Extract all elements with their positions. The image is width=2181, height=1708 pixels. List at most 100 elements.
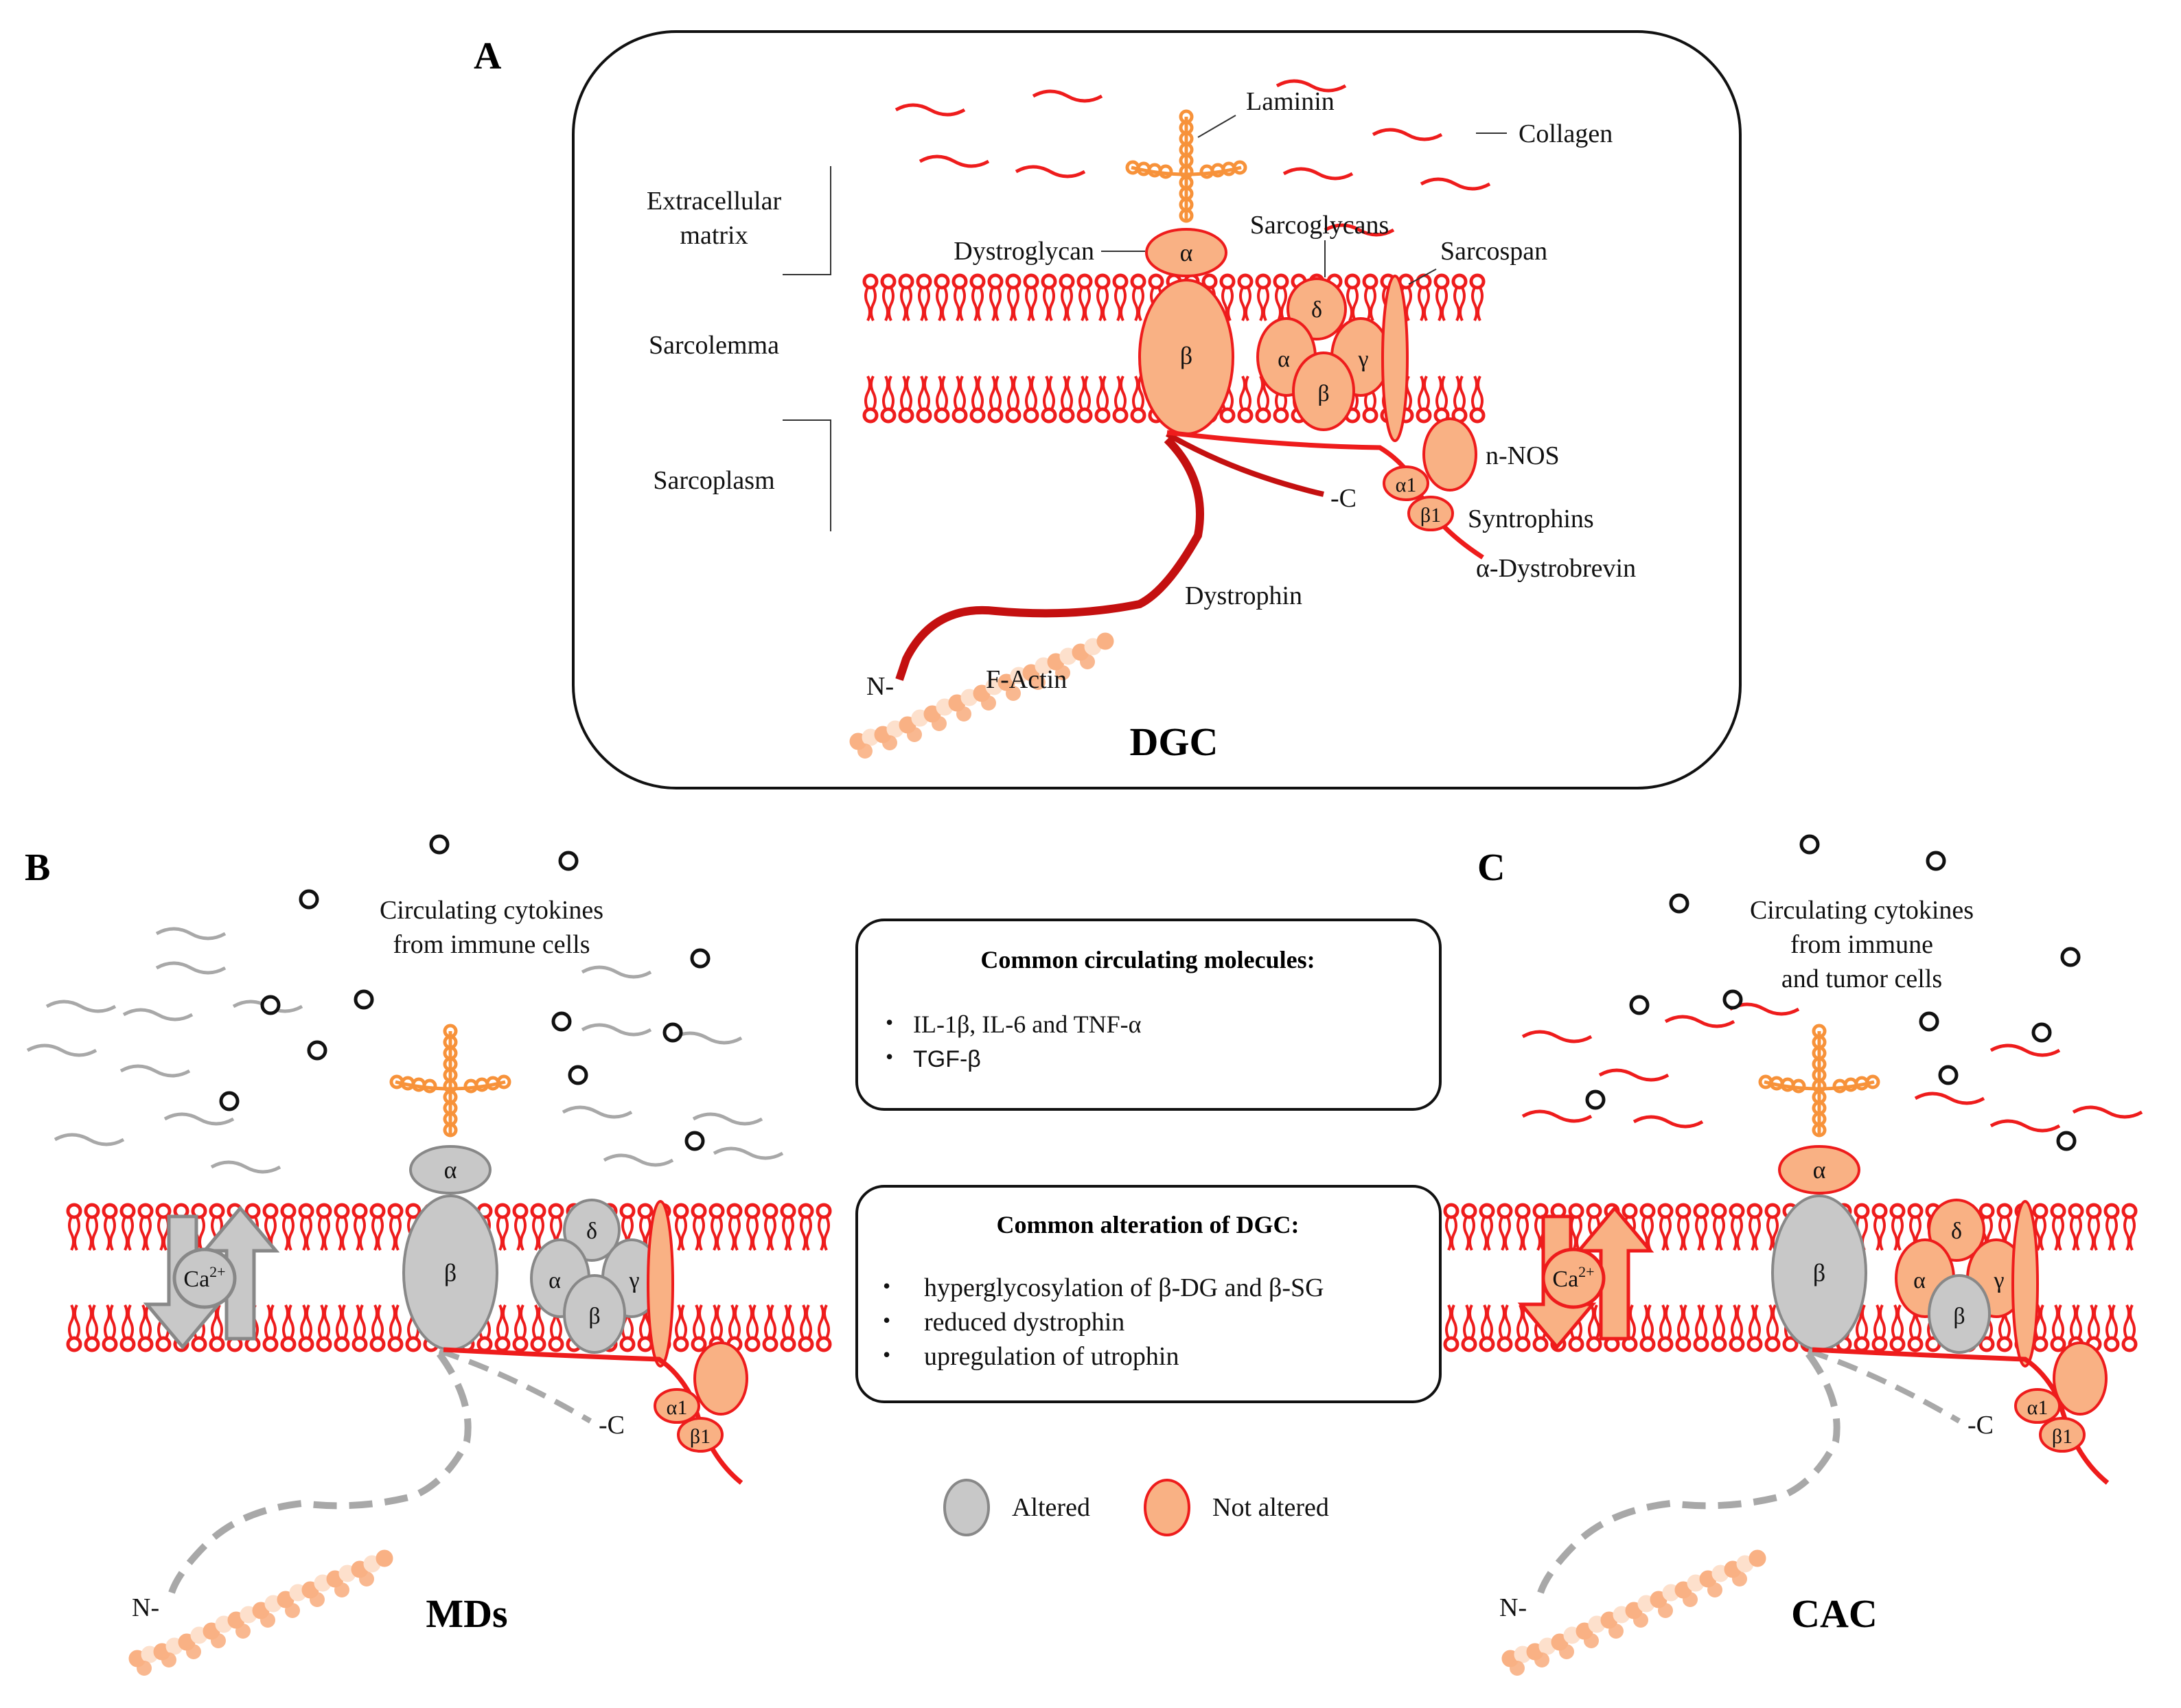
dystrophin-b xyxy=(168,1347,743,1594)
lipid-unit xyxy=(693,1305,705,1350)
alpha-dg-symbol: α xyxy=(1180,239,1193,266)
lipid-unit xyxy=(1275,275,1287,321)
lipid-unit xyxy=(1481,1305,1493,1350)
lipid-unit xyxy=(2105,1305,2118,1350)
lipid-unit xyxy=(1749,1305,1761,1350)
lipid-unit xyxy=(1257,275,1269,321)
lipid-unit xyxy=(1096,275,1109,321)
lipid-unit xyxy=(954,376,966,422)
legend-swatch-not-altered xyxy=(1144,1479,1190,1536)
lipid-unit xyxy=(782,1305,794,1350)
laminin-label: Laminin xyxy=(1246,87,1335,116)
lipid-unit xyxy=(300,1305,312,1350)
legend-swatch-altered xyxy=(943,1479,990,1536)
lipid-unit xyxy=(1132,275,1144,321)
lipid-unit xyxy=(86,1305,98,1350)
lipid-unit xyxy=(800,1205,812,1250)
lipid-unit xyxy=(1713,1205,1725,1250)
collagen-fibers-c xyxy=(1521,1002,2143,1133)
lipid-unit xyxy=(746,1305,759,1350)
lipid-unit xyxy=(1873,1305,1886,1350)
lipid-unit xyxy=(2052,1205,2064,1250)
lipid-unit xyxy=(371,1305,384,1350)
panel-a: A Extracellular matrix Sarcolemma Sarcop… xyxy=(474,30,1742,789)
alpha-dystroglycan xyxy=(1145,228,1227,277)
beta1-syntrophin-b xyxy=(677,1417,724,1453)
lipid-unit xyxy=(1043,275,1055,321)
panel-a-title: DGC xyxy=(1130,719,1219,764)
lipid-unit xyxy=(1499,1305,1511,1350)
lipid-unit xyxy=(1453,275,1466,321)
lipid-unit xyxy=(354,1205,366,1250)
cytokines-b-line1: Circulating cytokines xyxy=(380,896,603,925)
lipid-unit xyxy=(1695,1205,1707,1250)
sarcospan-label: Sarcospan xyxy=(1440,237,1547,266)
panel-c: C Circulating cytokines from immune and … xyxy=(1445,834,2143,1676)
lipid-unit xyxy=(1453,376,1466,422)
sg-gamma: γ xyxy=(1357,347,1368,372)
lipid-unit xyxy=(318,1205,330,1250)
lipid-unit xyxy=(336,1205,348,1250)
beta1-syntrophin-c xyxy=(2039,1417,2086,1453)
ecm-label-line2: matrix xyxy=(680,221,748,250)
lipid-unit xyxy=(1766,1305,1779,1350)
region-brackets xyxy=(783,166,831,531)
beta-dg-symbol: β xyxy=(1180,342,1192,369)
n-term-b: N- xyxy=(132,1593,159,1622)
common-alteration-title: Common alteration of DGC: xyxy=(997,1211,1300,1238)
lipid-unit xyxy=(1713,1305,1725,1350)
alteration-item-3: upregulation of utrophin xyxy=(924,1342,1179,1371)
cytokines-c-line2: from immune xyxy=(1790,930,1933,959)
b1-symbol-c: β1 xyxy=(2052,1425,2073,1448)
calcium-channel-c xyxy=(1517,1205,1654,1350)
lipid-unit xyxy=(2123,1205,2136,1250)
a1-symbol-c: α1 xyxy=(2027,1396,2049,1419)
lipid-unit xyxy=(1239,376,1251,422)
panel-a-letter: A xyxy=(474,35,502,78)
sarcoglycan-complex-c xyxy=(1895,1199,2027,1354)
lipid-unit xyxy=(1731,1205,1743,1250)
alpha1-syntrophin-b xyxy=(654,1388,700,1424)
lipid-unit xyxy=(68,1305,80,1350)
lipid-unit xyxy=(1114,275,1127,321)
lipid-unit xyxy=(1891,1305,1904,1350)
common-molecules-title: Common circulating molecules: xyxy=(980,946,1315,973)
lipid-unit xyxy=(1364,275,1376,321)
sarcospan-b xyxy=(647,1200,674,1367)
lipid-unit xyxy=(1588,1305,1600,1350)
sg-gamma-b: γ xyxy=(628,1268,639,1293)
lipid-unit xyxy=(1749,1205,1761,1250)
sg-beta-b: β xyxy=(588,1304,600,1329)
n-term-a: N- xyxy=(866,672,894,701)
lipid-unit xyxy=(764,1205,776,1250)
lipid-unit xyxy=(1025,376,1037,422)
lipid-unit xyxy=(496,1305,509,1350)
lipid-unit xyxy=(800,1305,812,1350)
lipid-unit xyxy=(1025,275,1037,321)
cytokines-c xyxy=(1585,834,2081,1151)
lipid-unit xyxy=(1078,376,1091,422)
lipid-unit xyxy=(1435,275,1448,321)
cytokines-b xyxy=(219,834,711,1151)
collagen-fibers-b xyxy=(26,927,784,1174)
sg-delta: δ xyxy=(1311,297,1322,323)
sarcospan xyxy=(1381,275,1409,442)
alpha-dg-symbol-c: α xyxy=(1813,1156,1826,1184)
sarcoglycan-complex-b xyxy=(530,1199,662,1354)
legend: Altered Not altered xyxy=(943,1479,1329,1536)
sarcoplasm-label: Sarcoplasm xyxy=(653,466,774,495)
a1-symbol-a: α1 xyxy=(1396,474,1417,496)
alpha1-syntrophin-c xyxy=(2014,1388,2061,1424)
lipid-unit xyxy=(989,275,1002,321)
lipid-unit xyxy=(1445,1305,1457,1350)
lipid-unit xyxy=(1463,1205,1475,1250)
lipid-unit xyxy=(2105,1205,2118,1250)
a1-symbol-b: α1 xyxy=(667,1396,688,1419)
lipid-unit xyxy=(2052,1305,2064,1350)
b1-symbol-b: β1 xyxy=(690,1425,711,1448)
lipid-unit xyxy=(514,1205,527,1250)
c-term-a: -C xyxy=(1330,484,1357,513)
lipid-unit xyxy=(1677,1205,1689,1250)
panel-b-letter: B xyxy=(25,846,50,889)
lipid-unit xyxy=(1346,275,1359,321)
